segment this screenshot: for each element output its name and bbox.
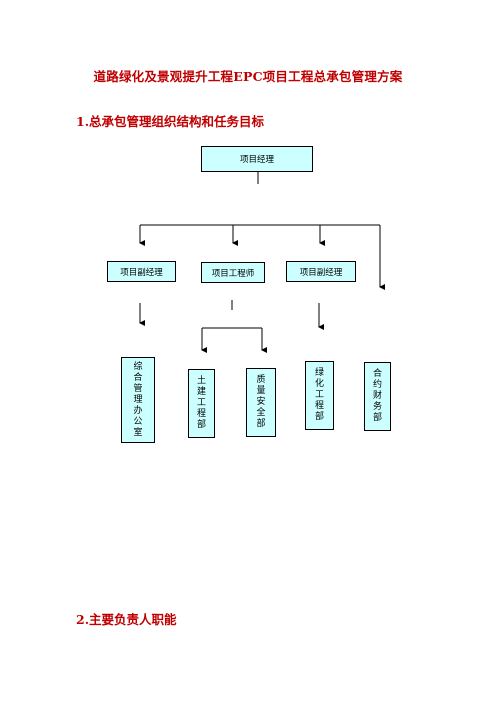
section-heading-1: 1.总承包管理组织结构和任务目标: [76, 114, 265, 129]
dept-civil-engineering: 土建工程部: [188, 369, 215, 438]
dept-label: 质量安全部: [256, 375, 266, 429]
dept-label: 合约财务部: [372, 369, 382, 423]
dept-label: 综合管理办公室: [133, 361, 143, 438]
project-engineer-box: 项目工程师: [201, 262, 265, 283]
dept-contract-finance: 合约财务部: [364, 362, 391, 431]
deputy-manager-box-2: 项目副经理: [286, 261, 356, 282]
document-title: 道路绿化及景观提升工程EPC项目工程总承包管理方案: [93, 69, 403, 84]
deputy-manager-box-1: 项目副经理: [107, 261, 176, 282]
project-manager-box: 项目经理: [201, 146, 313, 172]
section-heading-2: 2.主要负责人职能: [76, 612, 177, 627]
dept-label: 土建工程部: [196, 376, 206, 430]
dept-greening-engineering: 绿化工程部: [305, 361, 334, 430]
dept-quality-safety: 质量安全部: [246, 368, 276, 437]
dept-label: 绿化工程部: [314, 368, 324, 422]
dept-general-office: 综合管理办公室: [121, 357, 155, 443]
